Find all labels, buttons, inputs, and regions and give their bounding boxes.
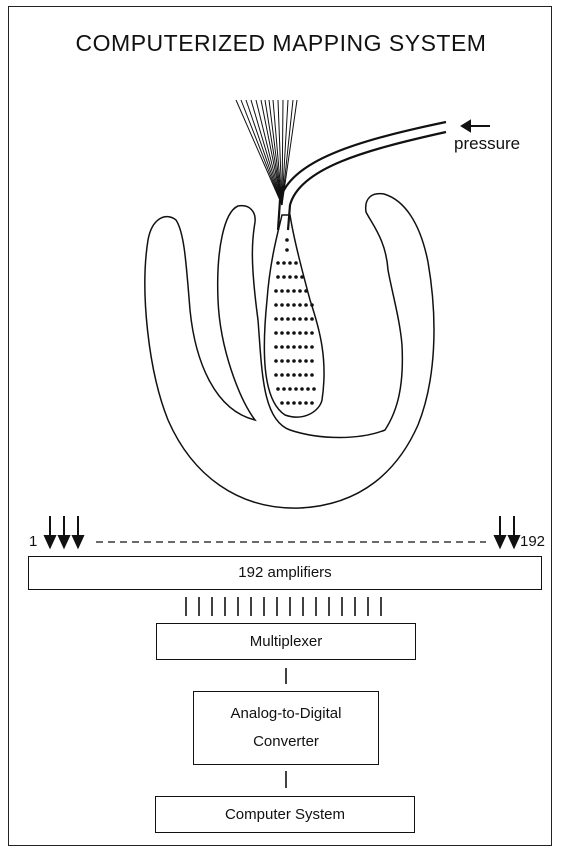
pressure-label: pressure bbox=[454, 134, 520, 154]
multiplexer-label: Multiplexer bbox=[250, 628, 323, 656]
electrode-start-label: 1 bbox=[29, 533, 37, 550]
adc-box: Analog-to-Digital Converter bbox=[193, 691, 379, 765]
computer-system-box: Computer System bbox=[155, 796, 415, 833]
amplifiers-box: 192 amplifiers bbox=[28, 556, 542, 590]
pressure-arrow-icon bbox=[462, 121, 490, 131]
canal-outline bbox=[264, 215, 324, 417]
lead-wires bbox=[236, 100, 297, 205]
electrode-end-label: 192 bbox=[520, 533, 545, 550]
multiplexer-box: Multiplexer bbox=[156, 623, 416, 660]
adc-label-line1: Analog-to-Digital bbox=[231, 700, 342, 728]
colon-outline bbox=[145, 194, 434, 508]
computer-system-label: Computer System bbox=[225, 801, 345, 829]
channel-ticks bbox=[186, 597, 381, 616]
adc-label-line2: Converter bbox=[253, 728, 319, 756]
electrode-dots bbox=[274, 238, 316, 405]
amplifiers-label: 192 amplifiers bbox=[238, 559, 331, 587]
